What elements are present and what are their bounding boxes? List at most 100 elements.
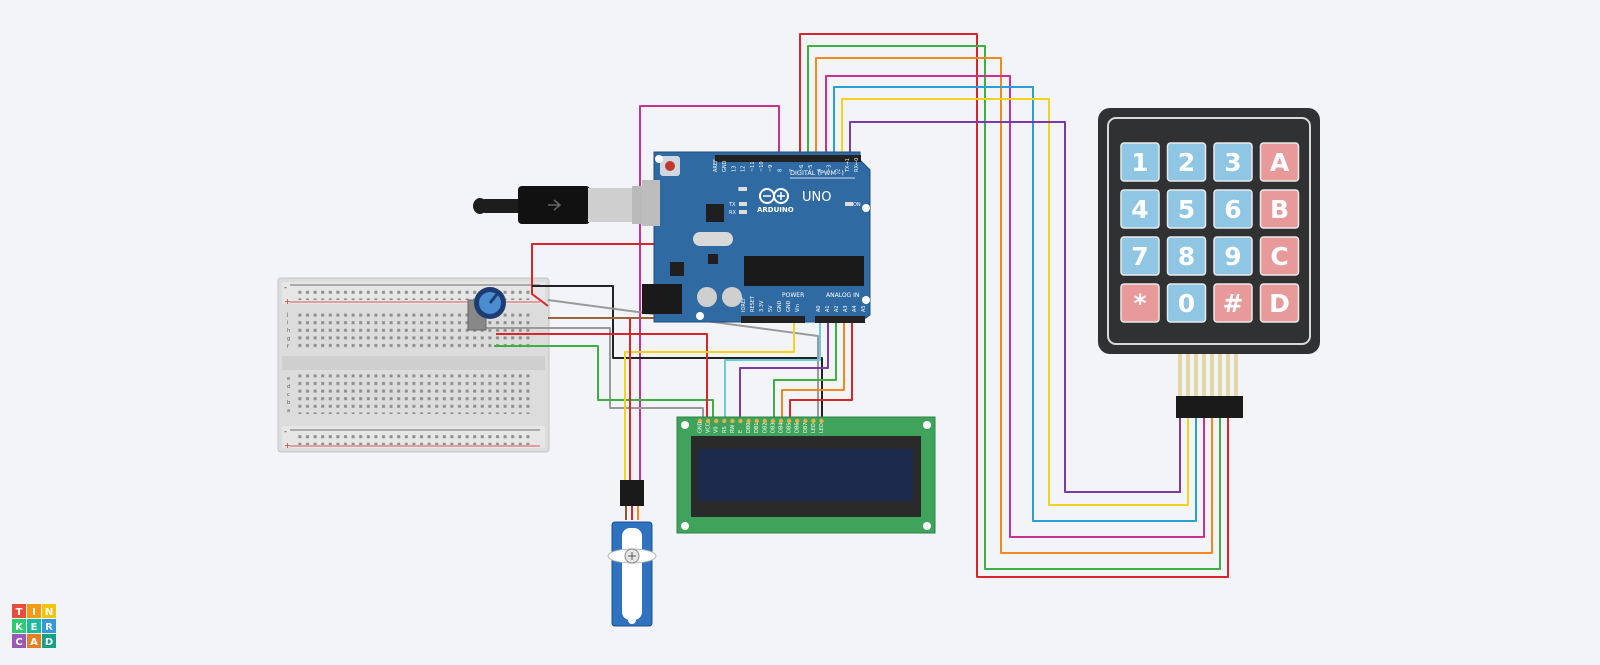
logo-letter: A	[30, 637, 38, 648]
digital-pin-label: ~6	[799, 165, 805, 172]
row-letter: f	[287, 344, 289, 350]
row-letter: i	[287, 320, 288, 326]
power-analog-pin-label: Vin	[795, 304, 801, 312]
servo-motor[interactable]	[607, 480, 657, 627]
keypad-key-label: 0	[1178, 289, 1195, 318]
power-analog-pin-label: A1	[825, 305, 831, 312]
green-wire-14[interactable]	[494, 345, 714, 420]
lcd-pin-label: DB1	[754, 423, 760, 433]
row-letter: j	[286, 312, 288, 318]
keypad-key[interactable]: A	[1259, 142, 1300, 182]
blue-wire-5[interactable]	[833, 86, 1197, 522]
power-analog-pin-label: A4	[852, 305, 858, 312]
logo-letter: E	[31, 622, 38, 633]
keypad-key-label: 2	[1178, 148, 1195, 177]
keypad-key[interactable]: 3	[1213, 142, 1253, 182]
keypad-key-label: *	[1133, 289, 1146, 318]
keypad-key[interactable]: 1	[1120, 142, 1160, 182]
digital-pin-label: AREF	[713, 159, 719, 172]
magenta-wire-8[interactable]	[639, 105, 780, 482]
power-analog-pin-label: A2	[834, 305, 840, 312]
digital-pin-label: ~11	[750, 161, 756, 172]
wires	[470, 33, 1229, 578]
lcd-pin-label: RS	[722, 426, 728, 433]
keypad-key[interactable]: 6	[1213, 189, 1253, 229]
arduino-uno-board[interactable]: DIGITAL (PWM~) ARDUINO UNO L TX RX ON PO…	[642, 151, 871, 323]
magenta-wire-4[interactable]	[825, 75, 1205, 538]
keypad-key-label: D	[1269, 289, 1290, 318]
digital-pin-label: 2	[836, 169, 842, 172]
keypad-key-label: C	[1270, 242, 1288, 271]
digital-pin-label: 4	[817, 169, 823, 172]
keypad-key[interactable]: D	[1259, 283, 1300, 323]
keypad-key-label: 3	[1224, 148, 1241, 177]
keypad-key[interactable]: 9	[1213, 236, 1253, 276]
gray-wire-13[interactable]	[470, 327, 704, 420]
keypad-key[interactable]: 5	[1166, 189, 1207, 229]
analog-header-label: ANALOG IN	[826, 292, 859, 299]
keypad-key[interactable]: 0	[1166, 283, 1207, 323]
digital-pin-label: 7	[790, 169, 796, 172]
red-wire-1[interactable]	[799, 33, 1229, 578]
green-wire-2[interactable]	[807, 45, 1221, 570]
keypad-key-label: A	[1270, 148, 1290, 177]
reset-button[interactable]	[665, 161, 675, 171]
power-analog-pin-label: A3	[843, 305, 849, 312]
power-analog-pin-label: GND	[786, 300, 792, 312]
keypad-key[interactable]: 4	[1120, 189, 1160, 229]
red-wire-15[interactable]	[496, 333, 708, 420]
gray-wire-11[interactable]	[547, 299, 819, 420]
black-wire-10[interactable]	[532, 285, 823, 420]
arduino-logo-icon	[759, 188, 789, 204]
purple-wire-19[interactable]	[739, 318, 829, 420]
row-letter: b	[287, 400, 290, 406]
keypad-key-label: #	[1223, 289, 1244, 318]
keypad-key[interactable]: 2	[1166, 142, 1207, 182]
rail-sign: +	[284, 297, 291, 306]
orange-wire-21[interactable]	[781, 318, 845, 420]
cyan-wire-18[interactable]	[724, 318, 821, 420]
keypad-key-label: 9	[1224, 242, 1241, 271]
power-analog-pin-label: A5	[861, 305, 867, 312]
keypad-key[interactable]: C	[1259, 236, 1300, 276]
lcd-pin-label: V0	[714, 426, 720, 433]
keypad-key-label: 1	[1131, 148, 1148, 177]
lcd-pin-label: LED	[819, 423, 825, 433]
yellow-wire-16[interactable]	[624, 318, 795, 482]
keypad-key-label: 7	[1131, 242, 1148, 271]
power-analog-pin-label: A0	[816, 305, 822, 312]
keypad-key[interactable]: 7	[1120, 236, 1160, 276]
rail-sign: -	[284, 283, 287, 292]
yellow-wire-6[interactable]	[841, 98, 1189, 506]
keypad-key[interactable]: *	[1120, 283, 1160, 323]
lcd-pin-label: DB5	[787, 423, 793, 433]
row-letter: d	[287, 384, 290, 390]
purple-wire-7[interactable]	[849, 121, 1181, 493]
keypad-key-label: 8	[1178, 242, 1195, 271]
arduino-brand-label: ARDUINO	[757, 206, 794, 214]
usb-cable[interactable]	[473, 186, 656, 224]
keypad-key[interactable]: 8	[1166, 236, 1207, 276]
row-letter: a	[287, 408, 290, 414]
logo-letter: C	[15, 637, 22, 648]
potentiometer[interactable]	[467, 287, 506, 331]
row-letter: h	[287, 328, 290, 334]
green-wire-20[interactable]	[773, 318, 837, 420]
keypad-key-label: 4	[1131, 195, 1148, 224]
keypad-key[interactable]: #	[1213, 283, 1253, 323]
keypad-key[interactable]: B	[1259, 189, 1300, 229]
red-wire-22[interactable]	[789, 318, 853, 420]
logo-letter: D	[45, 637, 53, 648]
lcd-pin-label: DB2	[762, 423, 768, 433]
led-tx-label: TX	[728, 202, 736, 208]
digital-pin-label: ~3	[826, 165, 832, 172]
power-analog-pin-label: IOREF	[741, 297, 747, 312]
orange-wire-3[interactable]	[815, 57, 1213, 554]
digital-pin-label: ~5	[808, 165, 814, 172]
